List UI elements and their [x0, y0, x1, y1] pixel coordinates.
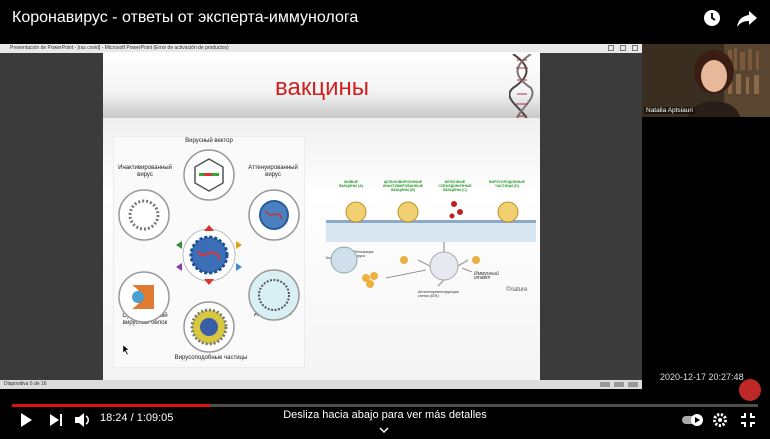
slide-counter: Diapositiva 6 de 16 — [4, 381, 47, 387]
vaccine-types-diagram: Вирусный вектор Инактивированный вирус А… — [113, 136, 305, 368]
channel-logo[interactable] — [739, 379, 761, 401]
label-apc: Антигенпрезентирующая клетка (АПК) — [418, 290, 459, 298]
presenter-name: Natalia Aptsiauri — [644, 107, 695, 114]
video-title: Коронавирус - ответы от эксперта-иммунол… — [12, 9, 359, 26]
normal-view-icon[interactable] — [600, 382, 610, 387]
ppt-window-title: Presentación de PowerPoint - [ras covid]… — [10, 45, 229, 51]
label-immune-response: Иммунный ответ — [474, 271, 499, 281]
presenter-image — [642, 44, 770, 117]
maximize-icon[interactable] — [620, 45, 626, 51]
autoplay-toggle[interactable] — [682, 413, 704, 432]
player-controls: 18:24 / 1:09:05 Desliza hacia abajo para… — [0, 408, 770, 434]
slide-title: вакцины — [275, 74, 369, 101]
ppt-status-bar: Diapositiva 6 de 16 — [0, 380, 642, 389]
timestamp-overlay: 2020-12-17 20:27:48 — [660, 372, 744, 382]
sorter-view-icon[interactable] — [614, 382, 624, 387]
play-icon[interactable] — [18, 412, 34, 433]
label-inactivated: Инактивированный вирус — [118, 165, 172, 178]
label-viral-vector: Вирусный вектор — [185, 138, 233, 144]
watch-later-icon[interactable] — [702, 8, 722, 28]
settings-gear-icon[interactable] — [712, 412, 728, 433]
chevron-down-icon[interactable] — [379, 421, 389, 439]
progress-played — [12, 404, 211, 407]
label-attenuated: Аттенуированный вирус — [248, 165, 298, 178]
webcam-feed — [642, 44, 770, 117]
vaccine-illustration — [118, 149, 300, 353]
ppt-window-buttons — [608, 45, 638, 51]
exit-fullscreen-icon[interactable] — [740, 412, 756, 433]
label-inactivated-vaccines: ЦЕЛЬНОВИРИОННЫЕ ИНАКТИВИРОВАННЫЕ ВАКЦИНЫ… — [382, 180, 424, 192]
share-icon[interactable] — [736, 8, 758, 28]
mouse-cursor-icon — [123, 345, 130, 355]
close-icon[interactable] — [632, 45, 638, 51]
slide-header-band — [103, 52, 540, 118]
label-replication: Репликация вируса — [354, 250, 374, 258]
mechanism-illustration — [326, 201, 536, 288]
slideshow-view-icon[interactable] — [628, 382, 638, 387]
label-vlp-vaccines: ВИРУСОПОДОБНЫЕ ЧАСТИЦЫ (D) — [489, 180, 525, 188]
slide: вакцины Вирусный вектор Инактивированный… — [103, 52, 540, 380]
ppt-title-bar: Presentación de PowerPoint - [ras covid]… — [0, 44, 642, 53]
next-icon[interactable] — [48, 412, 64, 433]
vaccine-mechanism-diagram: ЖИВЫЕ ВАКЦИНЫ (A) ЦЕЛЬНОВИРИОННЫЕ ИНАКТИ… — [326, 180, 536, 298]
top-actions — [702, 8, 758, 28]
label-vlp: Вирусоподобные частицы — [174, 355, 248, 361]
progress-bar[interactable] — [12, 404, 758, 407]
ppt-view-buttons — [600, 382, 638, 387]
label-nature: ©nature — [506, 287, 528, 293]
dna-helix-icon — [509, 54, 534, 124]
time-display: 18:24 / 1:09:05 — [100, 412, 174, 424]
volume-icon[interactable] — [74, 412, 92, 433]
label-live-vaccines: ЖИВЫЕ ВАКЦИНЫ (A) — [339, 180, 363, 188]
swipe-hint: Desliza hacia abajo para ver más detalle… — [283, 409, 487, 421]
minimize-icon[interactable] — [608, 45, 614, 51]
label-protein-vaccines: БЕЛКОВЫЕ СУБЪЕДИНИЧНЫЕ ВАКЦИНЫ (C) — [438, 180, 472, 192]
